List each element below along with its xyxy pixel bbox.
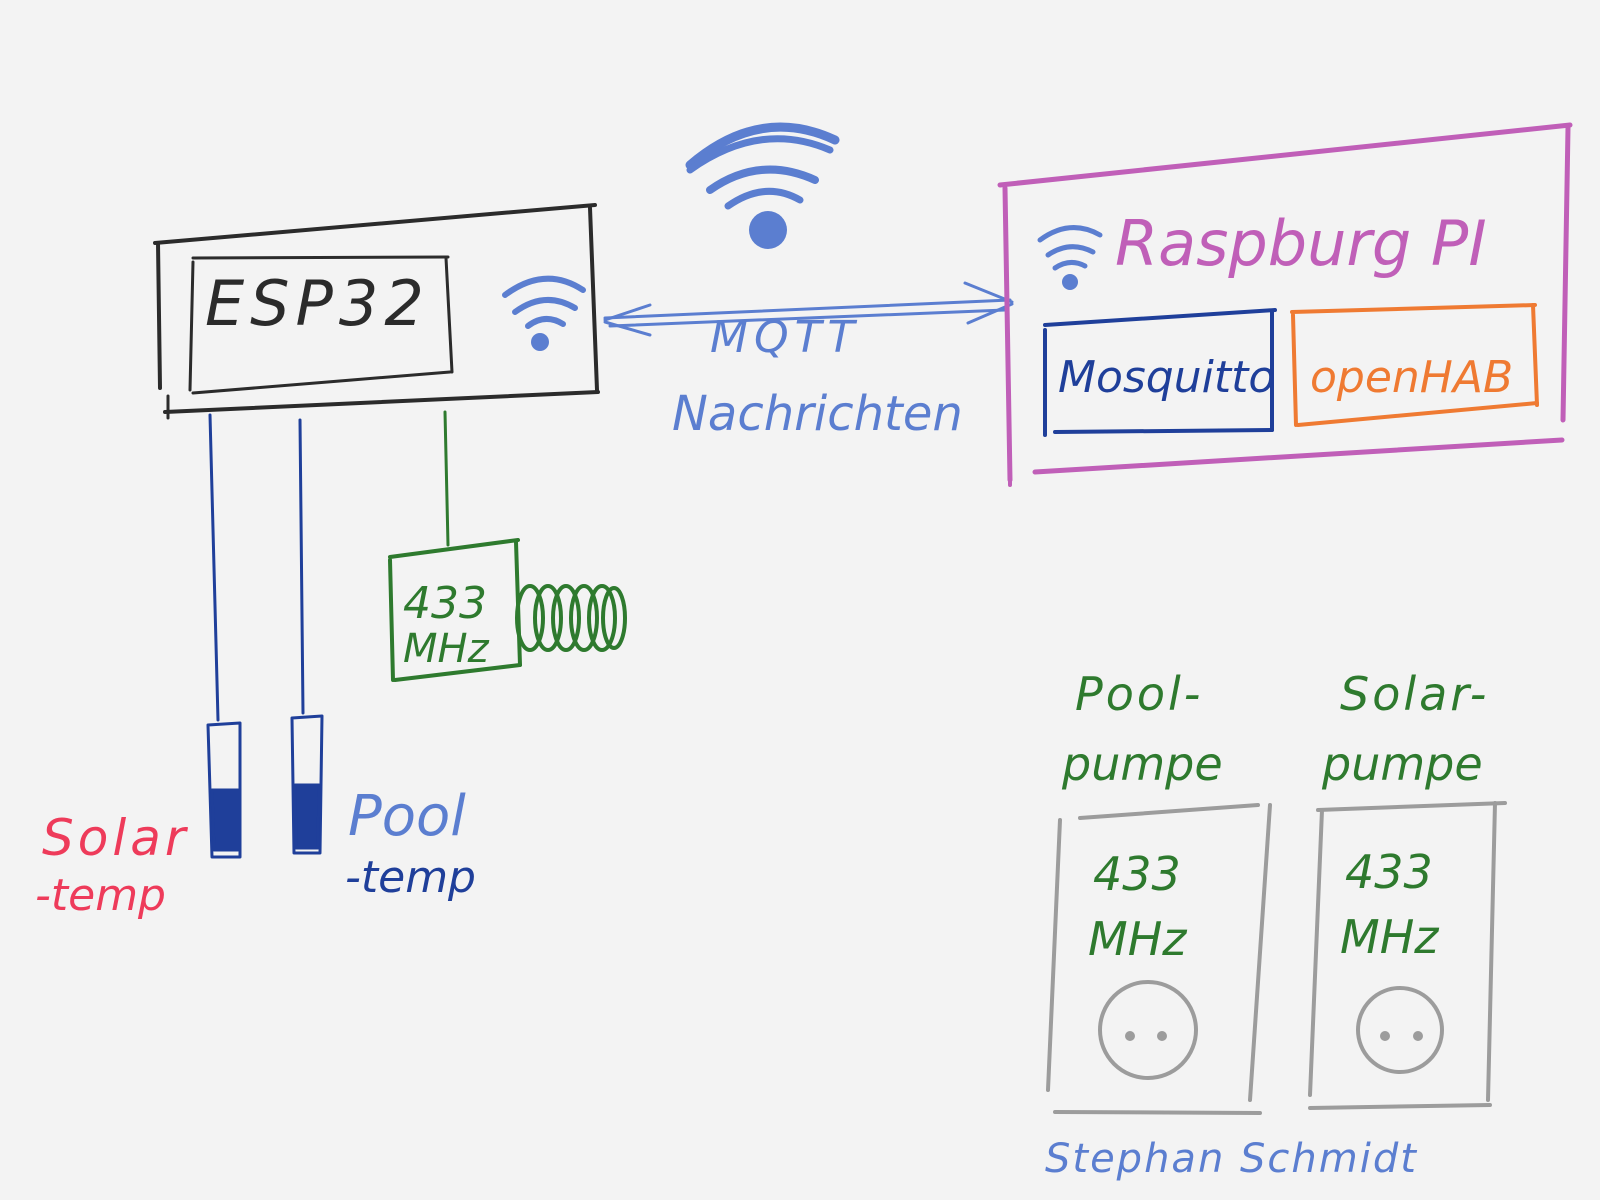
power-socket-icon — [1356, 986, 1444, 1074]
power-socket-icon — [1098, 980, 1198, 1080]
solar-pump-title: Solar- — [1340, 667, 1489, 721]
pool-pump-title-2: pumpe — [1061, 737, 1223, 791]
wifi-icon — [685, 122, 840, 249]
pool-pump-unit: MHz — [1088, 912, 1187, 966]
mqtt-label: MQTT — [710, 312, 860, 363]
raspberry-pi-label: Raspburg PI — [1115, 207, 1487, 280]
esp32-label: ESP32 — [205, 267, 430, 340]
openhab-label: openHAB — [1310, 352, 1513, 403]
solar-pump-title-2: pumpe — [1321, 737, 1483, 791]
solar-pump-freq: 433 — [1345, 845, 1433, 899]
antenna-coil-icon — [515, 584, 627, 652]
solar-temp-label: Solar — [42, 809, 189, 867]
wifi-icon — [502, 275, 586, 351]
mosquitto-box — [1043, 308, 1277, 437]
solar-pump-socket — [1308, 801, 1507, 1110]
solar-temp-label-2: -temp — [35, 870, 166, 921]
pool-temp-label-2: -temp — [345, 852, 476, 903]
double-arrow-icon — [603, 281, 1014, 337]
sensor-wires — [208, 413, 305, 722]
temperature-probe-icon — [290, 714, 324, 855]
radio-wire — [443, 410, 450, 547]
wifi-icon — [1037, 225, 1103, 290]
mqtt-messages-label: Nachrichten — [672, 386, 963, 442]
radio-module-freq: 433 — [403, 578, 487, 629]
radio-module-unit: MHz — [403, 626, 490, 672]
pool-pump-socket — [1046, 803, 1272, 1115]
mosquitto-label: Mosquitto — [1058, 352, 1275, 403]
raspberry-pi-box — [997, 122, 1573, 487]
pool-pump-freq: 433 — [1093, 847, 1181, 901]
temperature-probe-icon — [206, 721, 242, 859]
pool-pump-title: Pool- — [1075, 667, 1203, 721]
esp32-board — [153, 203, 600, 420]
signature: Stephan Schmidt — [1045, 1136, 1418, 1182]
openhab-box — [1290, 303, 1539, 427]
solar-pump-unit: MHz — [1340, 910, 1439, 964]
pool-temp-label: Pool — [348, 784, 466, 849]
